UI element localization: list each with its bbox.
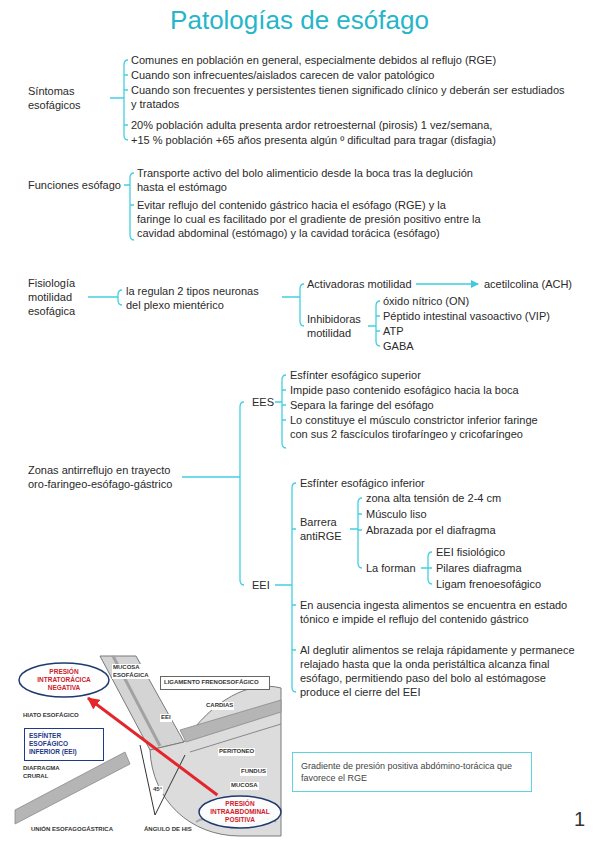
anatomy-box: LIGAMENTO FRENOESOFÁGICO (160, 676, 270, 690)
bracket (368, 301, 380, 346)
anatomy-label: EEI (160, 714, 172, 722)
crural-diaphragm (15, 752, 130, 824)
note-text: Funciones esófago (28, 178, 123, 192)
note-text: ATP (383, 324, 404, 338)
node-text: ESFÍNTER ESOFÁGICO INFERIOR (EEI) (29, 732, 99, 756)
node-text: PRESIÓN INTRATORÁCICA NEGATIVA (30, 668, 98, 692)
note-text: GABA (383, 339, 414, 353)
arrow-line (416, 283, 478, 284)
bracket (275, 375, 286, 448)
note-text: Lo constituye el músculo constrictor inf… (290, 413, 540, 441)
anatomy-label: MUCOSA (230, 782, 259, 790)
note-text: zona alta tensión de 2-4 cm (366, 491, 501, 505)
anatomy-label: 45° (152, 786, 163, 794)
bracket (421, 552, 432, 584)
note-text: EEI fisiológico (436, 545, 505, 559)
page-title: Patologías de esófago (0, 4, 599, 36)
bracket-group (88, 60, 432, 692)
note-text: Péptido intestinal vasoactivo (VIP) (383, 309, 550, 323)
note-text: Fisiología motilidad esofágica (28, 276, 108, 318)
bracket (182, 402, 244, 585)
node-text: PRESIÓN INTRAABDOMINAL POSITIVA (210, 800, 270, 824)
pressure-callout: PRESIÓN INTRAABDOMINAL POSITIVA (198, 795, 282, 829)
note-text: acetilcolina (ACH) (484, 277, 572, 291)
bracket (110, 60, 128, 140)
note-text: Esfínter esofágico superior (290, 368, 421, 382)
bracket (275, 483, 296, 692)
anatomy-box: ESFÍNTER ESOFÁGICO INFERIOR (EEI) (24, 728, 104, 761)
anatomy-label: ÁNGULO DE HIS (143, 826, 193, 834)
note-text: Ligam frenoesofágico (436, 577, 541, 591)
note-text: óxido nítrico (ON) (383, 294, 469, 308)
note-text: Síntomas esofágicos (28, 84, 108, 112)
note-text: 20% población adulta presenta ardor retr… (131, 118, 593, 132)
note-text: +15 % población +65 años presenta algún … (131, 133, 593, 147)
anatomy-illustration (15, 656, 281, 836)
stomach (150, 686, 281, 836)
note-text: Cuando son frecuentes y persistentes tie… (131, 83, 571, 111)
note-text: Esfínter esofágico inferior (300, 476, 425, 490)
bracket (88, 290, 122, 305)
note-text: Separa la faringe del esófago (290, 398, 434, 412)
note-text: Transporte activo del bolo alimenticio d… (137, 166, 482, 194)
bracket (350, 498, 362, 568)
note-text: EEI (252, 578, 270, 592)
note-text: la regulan 2 tipos neuronas del plexo mi… (126, 284, 274, 312)
note-box: Gradiente de presión positiva abdómino-t… (292, 752, 532, 792)
esophagus (100, 656, 184, 750)
note-text: Evitar reflujo del contenido gástrico ha… (137, 198, 482, 240)
bracket (124, 173, 134, 240)
node-text: Gradiente de presión positiva abdómino-t… (301, 760, 523, 784)
note-text: La forman (366, 561, 416, 575)
note-text: Inhibidoras motilidad (307, 312, 371, 340)
diaphragm (180, 700, 281, 742)
note-text: Zonas antirreflujo en trayecto oro-farin… (28, 463, 181, 491)
note-text: EES (252, 395, 274, 409)
note-text: Impide paso contenido esofágico hacia la… (290, 383, 519, 397)
anatomy-label: FUNDUS (240, 768, 267, 776)
anatomy-label: PERITONEO (218, 748, 255, 756)
note-text: En ausencia ingesta alimentos se encuent… (300, 598, 570, 626)
bracket (282, 284, 304, 326)
note-text: Comunes en población en general, especia… (131, 53, 593, 67)
note-text: Cuando son infrecuentes/aislados carecen… (131, 68, 593, 82)
anatomy-label: HIATO ESOFÁGICO (22, 712, 80, 720)
note-text: Abrazada por el diafragma (366, 523, 496, 537)
anatomy-label: MUCOSA ESOFÁGICA (112, 664, 154, 679)
node-text: LIGAMENTO FRENOESOFÁGICO (164, 679, 266, 687)
page-number: 1 (574, 808, 585, 830)
pressure-callout: PRESIÓN INTRATORÁCICA NEGATIVA (18, 662, 110, 698)
ellipse-shape (19, 663, 109, 697)
ellipse-shape (199, 796, 281, 828)
note-text: Pilares diafragma (436, 561, 522, 575)
anatomy-label: DIAFRAGMA CRURAL (22, 765, 69, 780)
note-text: Al deglutir alimentos se relaja rápidame… (300, 643, 585, 699)
note-text: Músculo liso (366, 507, 427, 521)
anatomy-label: CARDIAS (205, 702, 234, 710)
connector-arrow (88, 698, 217, 795)
note-text: Activadoras motilidad (307, 277, 412, 291)
anatomy-label: UNIÓN ESOFAGOGÁSTRICA (30, 826, 114, 834)
note-text: Barrera antiRGE (300, 515, 352, 543)
